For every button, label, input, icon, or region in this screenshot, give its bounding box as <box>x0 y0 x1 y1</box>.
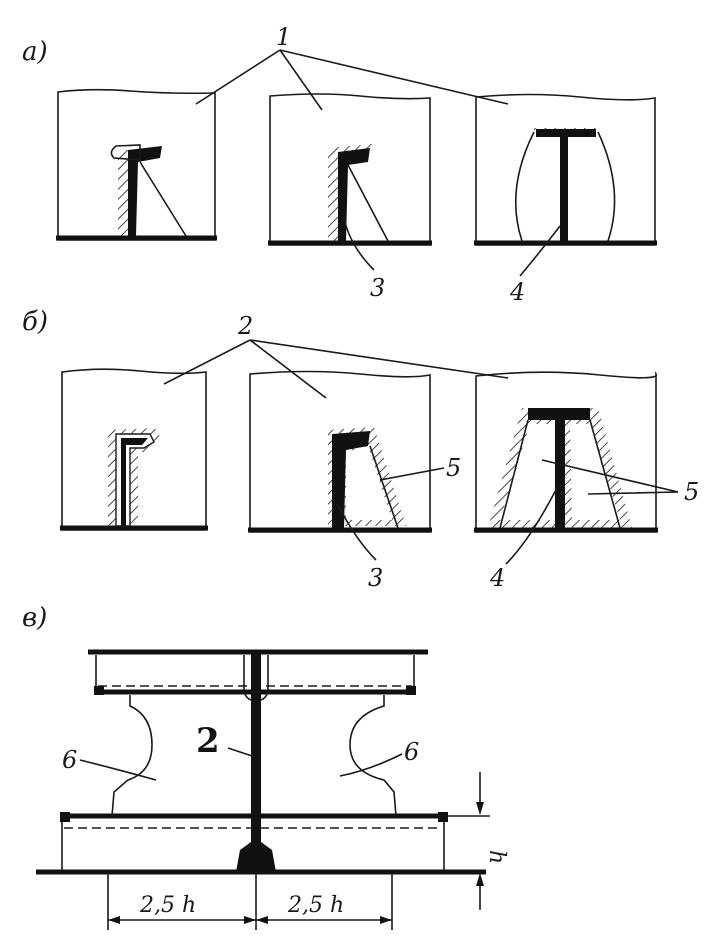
dim-left: 2,5 h <box>139 893 196 918</box>
callout-4-a: 4 <box>509 278 525 306</box>
panel-b3 <box>474 370 658 533</box>
callout-5-b2: 5 <box>446 454 461 482</box>
panel-a2 <box>268 93 432 246</box>
panel-b2 <box>248 370 432 533</box>
callout-6-right: 6 <box>404 738 419 766</box>
callout-3-b: 3 <box>368 564 383 592</box>
panel-a3 <box>474 93 657 246</box>
panel-b1 <box>60 368 208 531</box>
panel-a1 <box>56 88 217 241</box>
callout-6-left: 6 <box>62 746 77 774</box>
web-label: 2 <box>196 721 220 761</box>
section-v-label: в) <box>22 603 47 633</box>
callout-2: 2 <box>237 312 253 340</box>
section-v: в) 2 6 6 <box>22 603 509 930</box>
callout-3-a: 3 <box>370 274 385 302</box>
section-a: а) 1 <box>22 23 657 306</box>
section-b: б) 2 <box>22 307 699 592</box>
callout-1: 1 <box>276 23 291 51</box>
dim-right: 2,5 h <box>287 893 344 918</box>
section-b-label: б) <box>22 307 48 337</box>
callout-5-b3: 5 <box>684 478 699 506</box>
callout-4-b: 4 <box>489 564 505 592</box>
section-a-label: а) <box>22 37 48 67</box>
dim-h: h <box>484 850 509 864</box>
